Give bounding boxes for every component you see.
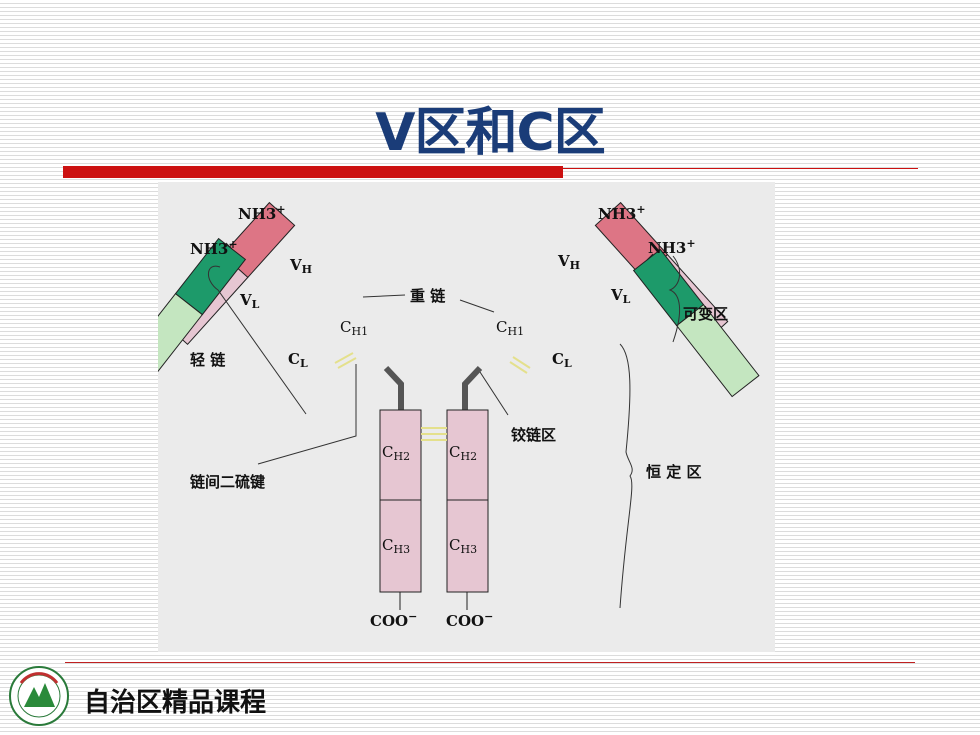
disulfide-bond-left-fab (334, 352, 357, 369)
disulfide-bonds-fc (421, 427, 447, 441)
right-cl-domain (675, 303, 760, 398)
antibody-diagram: NH3+ NH3+ NH3+ NH3+ VH VL CH1 CL VH VL C… (158, 182, 775, 652)
domain-label-left-ch3: CH3 (382, 536, 410, 556)
nh3-label-right-heavy: NH3+ (598, 203, 646, 223)
label-heavy-chain: 重 链 (410, 287, 446, 305)
label-light-chain: 轻 链 (190, 351, 226, 369)
domain-label-right-ch2: CH2 (449, 443, 477, 463)
hinge-right (462, 365, 483, 410)
callout-lines (208, 255, 681, 609)
label-constant-region: 恒 定 区 (646, 463, 701, 481)
domain-label-right-vl: VL (610, 286, 631, 306)
domain-label-right-ch3: CH3 (449, 536, 477, 556)
domain-label-right-ch1: CH1 (496, 318, 524, 338)
hinge-left (383, 365, 404, 410)
nh3-label-left-light: NH3+ (190, 238, 238, 258)
nh3-label-left-heavy: NH3+ (238, 203, 286, 223)
right-ch3-domain (446, 499, 489, 593)
slide-title: V区和C区 (375, 103, 605, 163)
footer-line (65, 662, 915, 663)
right-light-arm (632, 248, 760, 398)
domain-label-left-vh: VH (289, 256, 312, 276)
university-logo (9, 666, 69, 726)
nh3-label-right-light: NH3+ (648, 237, 696, 257)
left-cl-domain (158, 292, 204, 387)
label-hinge-region: 铰链区 (511, 426, 556, 444)
coo-label-right: COO− (446, 610, 493, 630)
disulfide-bond-right-fab (509, 356, 531, 374)
domain-label-right-cl: CL (552, 350, 572, 370)
label-interchain-disulfide: 链间二硫键 (190, 473, 265, 491)
label-variable-region: 可变区 (683, 305, 728, 323)
antibody-svg: NH3+ NH3+ NH3+ NH3+ VH VL CH1 CL VH VL C… (158, 201, 760, 630)
domain-label-right-vh: VH (557, 252, 580, 272)
footer-course-label: 自治区精品课程 (84, 688, 267, 718)
title-red-line (563, 168, 918, 169)
title-red-bar (63, 166, 563, 178)
domain-label-left-vl: VL (239, 291, 260, 311)
domain-label-left-cl: CL (288, 350, 308, 370)
domain-label-left-ch1: CH1 (340, 318, 368, 338)
domain-label-left-ch2: CH2 (382, 443, 410, 463)
coo-tails (399, 592, 468, 610)
nh3-stubs (225, 207, 654, 261)
coo-label-left: COO− (370, 610, 417, 630)
